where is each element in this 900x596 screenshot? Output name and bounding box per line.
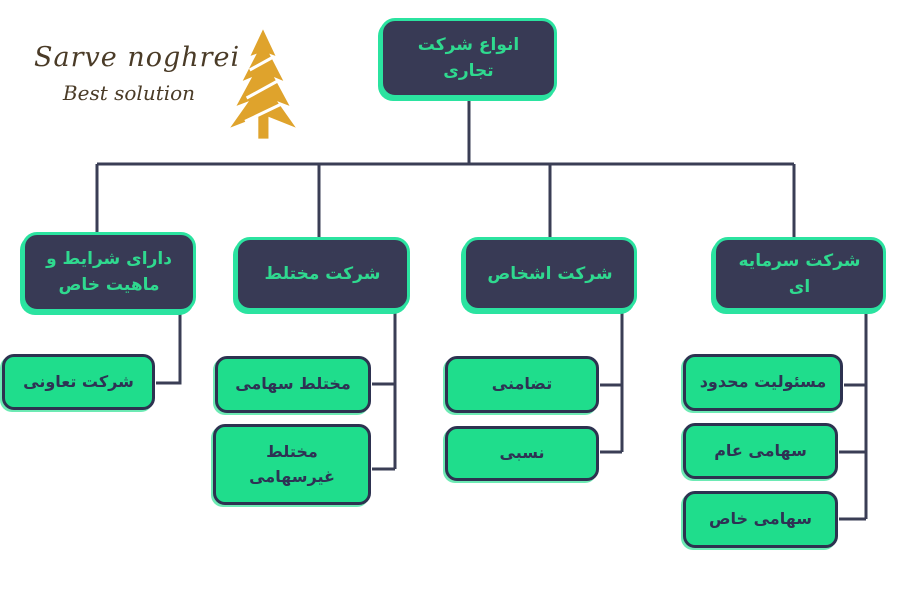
leaf-node-proportional: نسبی — [445, 426, 599, 481]
leaf-node-limited-liability: مسئولیت محدود — [683, 354, 843, 411]
pine-tree-icon — [230, 29, 296, 139]
leaf-node-mixed-joint-stock: مختلط سهامی — [215, 356, 371, 413]
branch-node-special-conditions: دارای شرایط و ماهیت خاص — [22, 232, 196, 312]
leaf-node-mixed-non-joint-stock: مختلط غیرسهامی — [213, 424, 371, 505]
root-node-company-types: انواع شرکت تجاری — [380, 18, 557, 98]
branch-node-capital-company: شرکت سرمایه ای — [713, 237, 886, 311]
logo-title: Sarve noghrei — [34, 42, 241, 73]
logo-subtitle: Best solution — [62, 81, 196, 105]
branch-node-mixed-company: شرکت مختلط — [235, 237, 410, 311]
leaf-node-general-partnership: تضامنی — [445, 356, 599, 413]
logo: Sarve noghrei Best solution — [34, 42, 241, 105]
leaf-node-cooperative: شرکت تعاونی — [2, 354, 155, 410]
branch-node-persons-company: شرکت اشخاص — [463, 237, 637, 311]
leaf-node-private-joint-stock: سهامی خاص — [683, 491, 838, 548]
leaf-node-public-joint-stock: سهامی عام — [683, 423, 838, 479]
